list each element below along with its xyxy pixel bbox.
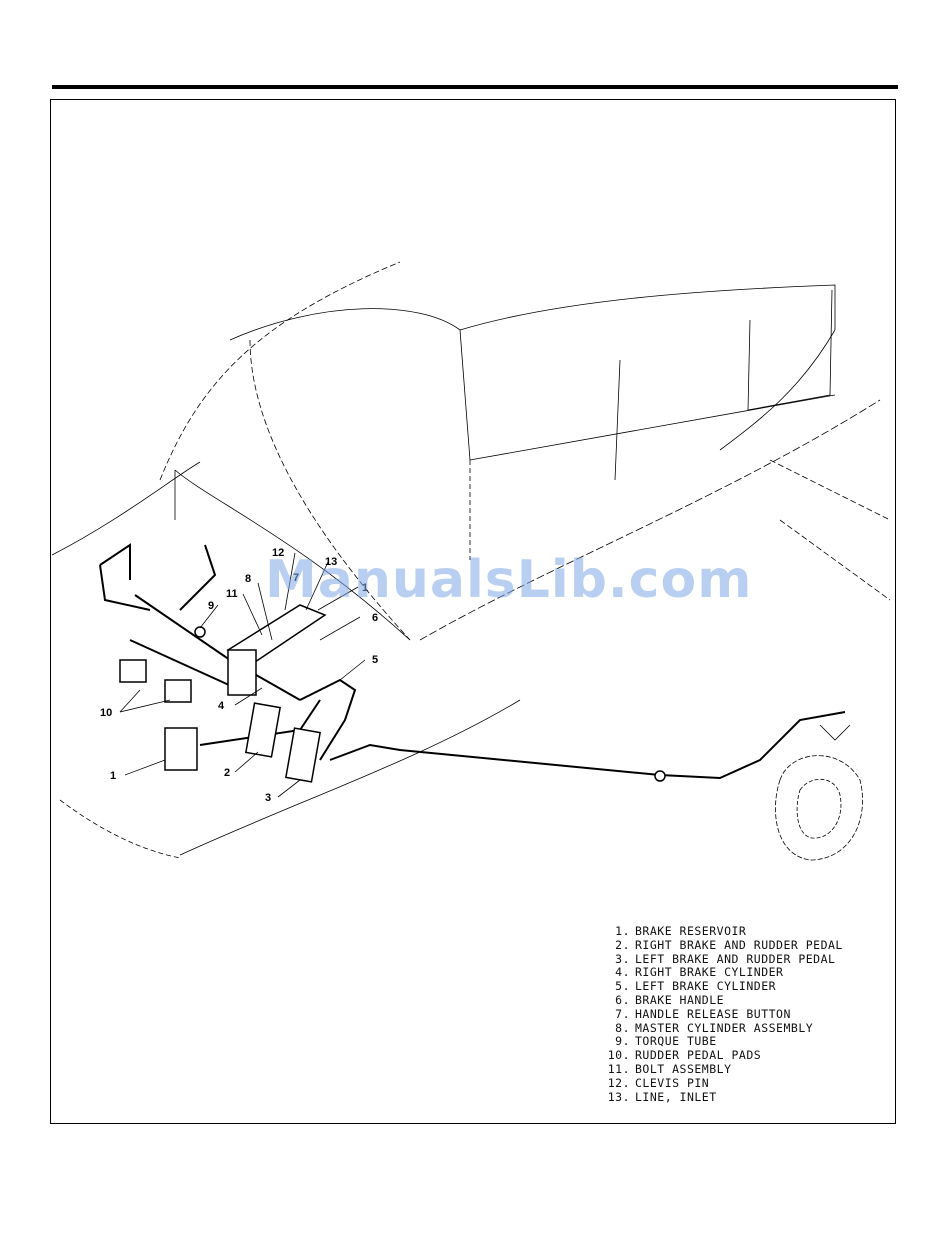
line-fitting (654, 770, 666, 782)
master-cylinder-side (227, 649, 257, 696)
callout-8: 8 (245, 573, 251, 585)
legend-item-number: 11. (607, 1061, 630, 1076)
callout-5: 5 (372, 654, 378, 666)
legend-item-number: 5. (615, 979, 630, 994)
legend-item-label: LEFT BRAKE CYLINDER (635, 979, 777, 994)
legend-item-label: BOLT ASSEMBLY (635, 1061, 732, 1076)
legend-item-number: 2. (615, 937, 630, 952)
legend-item: 3. LEFT BRAKE AND RUDDER PEDAL (600, 951, 843, 967)
legend-item-number: 10. (607, 1048, 630, 1063)
callout-10: 10 (100, 707, 112, 719)
figure-frame (50, 99, 896, 1124)
pedal-pad-2 (164, 679, 192, 703)
legend-item: 4. RIGHT BRAKE CYLINDER (600, 965, 843, 980)
parts-legend: 1. BRAKE RESERVOIR 2. RIGHT BRAKE AND RUDDE… (600, 924, 843, 1105)
legend-item-label: BRAKE HANDLE (635, 992, 725, 1007)
legend-item: 6. BRAKE HANDLE (600, 992, 843, 1008)
fuselage-outline (51, 261, 891, 859)
watermark: ManualsLib.com (265, 550, 753, 610)
torque-tube-fitting (194, 626, 206, 638)
brake-reservoir-shape (164, 727, 198, 771)
legend-item-label: TORQUE TUBE (635, 1034, 717, 1049)
legend-item-label: BRAKE RESERVOIR (635, 924, 747, 938)
callout-2: 2 (224, 767, 230, 779)
legend-item: 5. LEFT BRAKE CYLINDER (600, 979, 843, 994)
legend-item: 2. RIGHT BRAKE AND RUDDER PEDAL (600, 937, 843, 953)
legend-item-number: 7. (615, 1006, 630, 1021)
legend-item-label: HANDLE RELEASE BUTTON (635, 1006, 791, 1021)
legend-item: 1. BRAKE RESERVOIR (600, 924, 843, 939)
legend-item: 10. RUDDER PEDAL PADS (600, 1048, 843, 1063)
pedal-pad-1 (119, 659, 147, 683)
callout-labels: 1 1 2 3 4 5 6 7 8 9 10 11 12 13 (100, 547, 378, 804)
legend-item: 7. HANDLE RELEASE BUTTON (600, 1006, 843, 1022)
legend-item-label: RUDDER PEDAL PADS (635, 1048, 762, 1063)
callout-4: 4 (218, 700, 225, 712)
callout-12: 12 (272, 547, 284, 559)
callout-13: 13 (325, 556, 337, 568)
legend-item-label: RIGHT BRAKE AND RUDDER PEDAL (635, 937, 843, 952)
legend-item-label: CLEVIS PIN (635, 1075, 710, 1090)
legend-item-number: 8. (615, 1020, 630, 1035)
wheel (775, 724, 863, 861)
callout-6: 6 (372, 612, 378, 624)
legend-item-number: 1. (615, 924, 630, 938)
callout-7: 7 (293, 572, 299, 584)
right-pedal-shape (244, 702, 282, 758)
legend-item-label: LINE, INLET (635, 1089, 717, 1104)
legend-item-label: LEFT BRAKE AND RUDDER PEDAL (635, 951, 836, 966)
callout-3: 3 (265, 792, 271, 804)
legend-item-number: 4. (615, 965, 630, 980)
callout-1-upper: 1 (362, 582, 368, 594)
legend-item: 12. CLEVIS PIN (600, 1075, 843, 1091)
top-rule (52, 85, 898, 89)
leader-lines (119, 552, 366, 798)
legend-item: 13. LINE, INLET (600, 1089, 843, 1105)
callout-11: 11 (226, 588, 238, 600)
legend-item-number: 12. (607, 1075, 630, 1090)
legend-item: 8. MASTER CYLINDER ASSEMBLY (600, 1020, 843, 1036)
callout-9: 9 (208, 600, 214, 612)
legend-item-number: 3. (615, 951, 630, 966)
legend-item: 9. TORQUE TUBE (600, 1034, 843, 1049)
legend-item-number: 6. (615, 992, 630, 1007)
legend-item-number: 9. (615, 1034, 630, 1049)
components (119, 604, 666, 783)
brake-lines (99, 543, 846, 780)
callout-1: 1 (110, 770, 116, 782)
legend-item-label: MASTER CYLINDER ASSEMBLY (635, 1020, 814, 1035)
legend-item: 11. BOLT ASSEMBLY (600, 1061, 843, 1077)
left-pedal-shape (284, 727, 322, 783)
legend-item-label: RIGHT BRAKE CYLINDER (635, 965, 784, 980)
legend-item-number: 13. (607, 1089, 630, 1104)
